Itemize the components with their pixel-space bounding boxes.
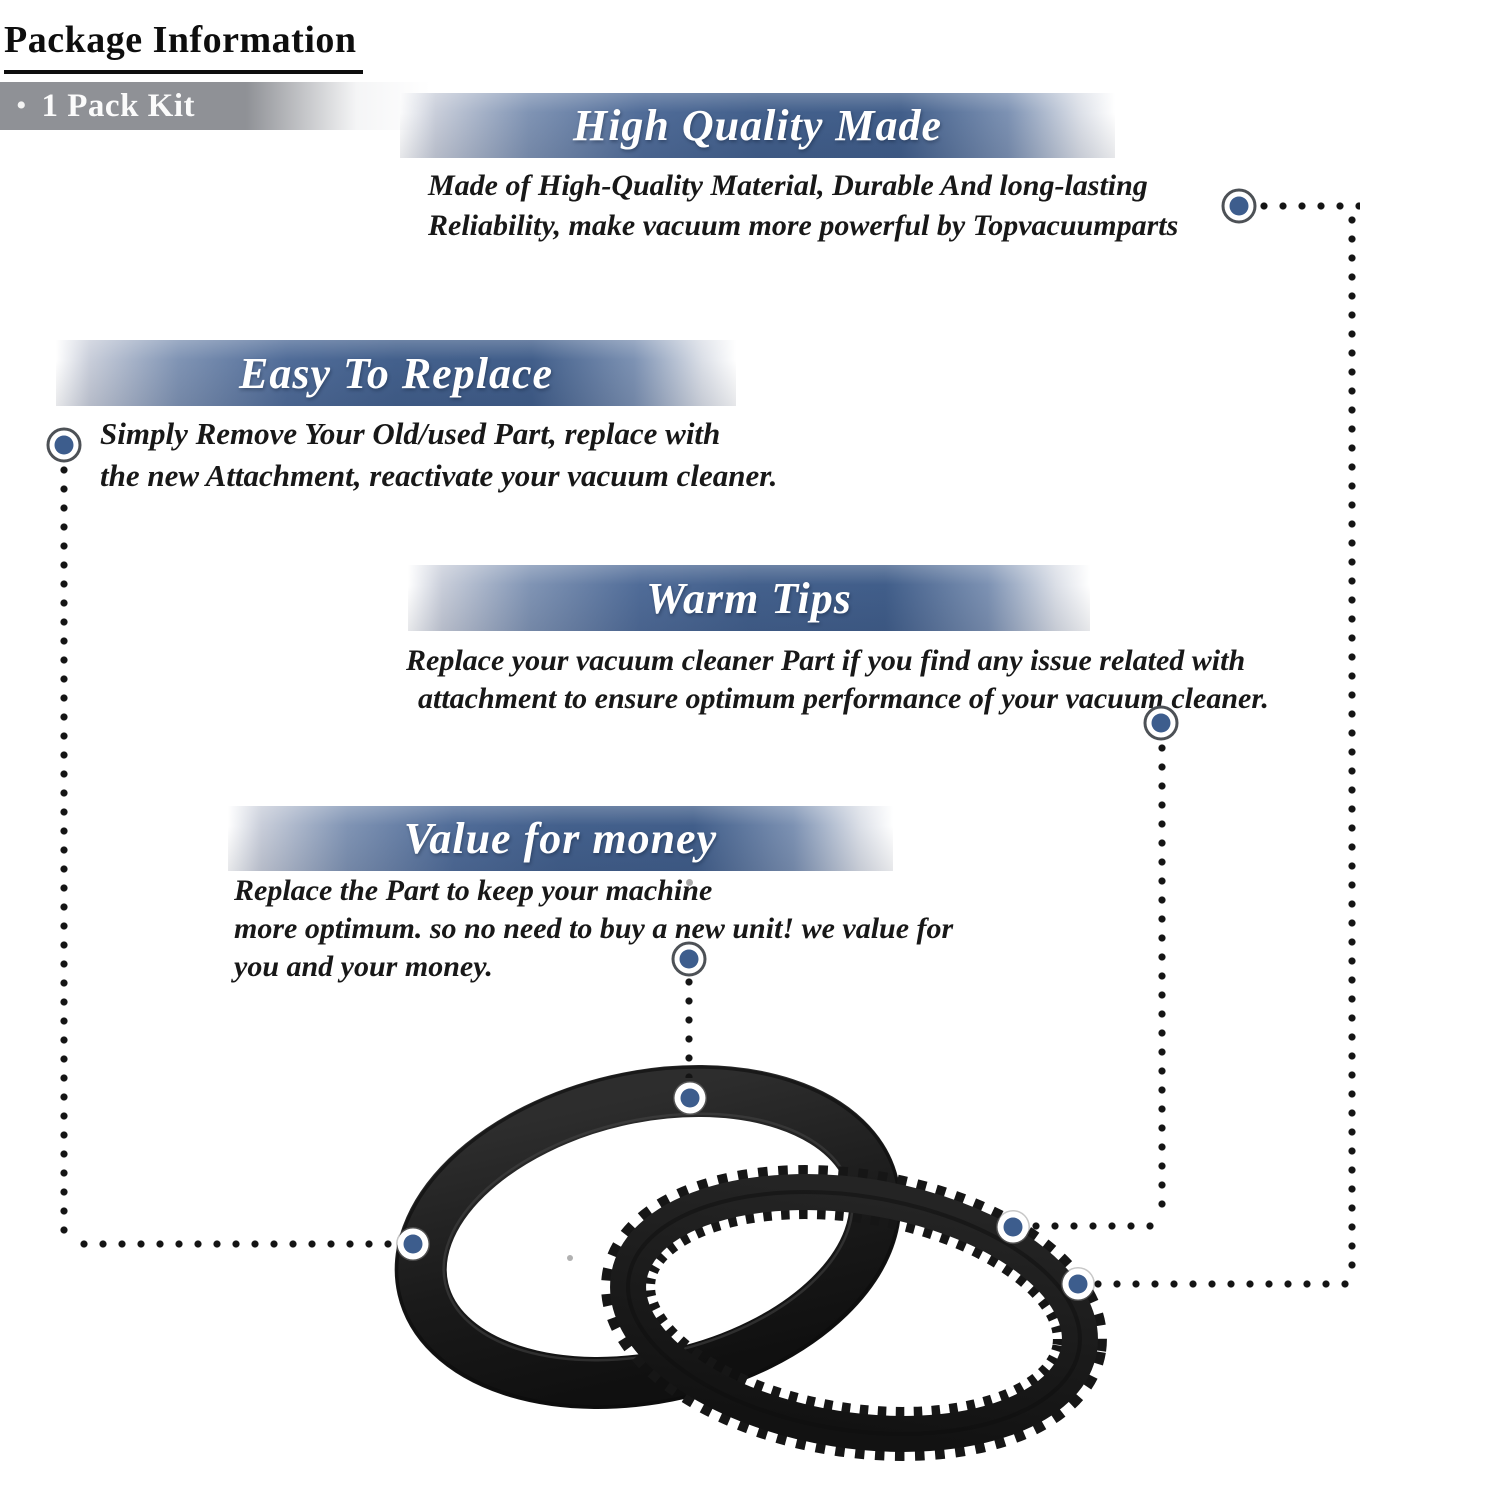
banner-high-quality-title: High Quality Made bbox=[572, 101, 943, 150]
marker-dot bbox=[680, 1088, 700, 1108]
dotted-line-warm-tips-to-belt bbox=[1032, 1222, 1164, 1230]
warm-tips-description: Replace your vacuum cleaner Part if you … bbox=[406, 642, 1269, 718]
marker-dot bbox=[1229, 196, 1249, 216]
flat-belt-top-point bbox=[674, 1082, 706, 1114]
dotted-line-easy-replace-vertical bbox=[60, 466, 68, 1244]
banner-easy-replace-title: Easy To Replace bbox=[239, 348, 553, 398]
high-quality-description: Made of High-Quality Material, Durable A… bbox=[428, 166, 1178, 246]
value-money-description: Replace the Part to keep your machine mo… bbox=[234, 872, 953, 986]
geared-toothed-belt bbox=[601, 1165, 1107, 1461]
callout-marker-value-money bbox=[671, 941, 707, 977]
text-line: you and your money. bbox=[234, 950, 493, 983]
dotted-line-warm-tips-vertical bbox=[1158, 744, 1166, 1218]
banner-warm-tips-title: Warm Tips bbox=[646, 573, 852, 623]
marker-dot bbox=[1003, 1217, 1023, 1237]
dotted-line-high-quality-vertical bbox=[1348, 216, 1356, 1278]
text-line: attachment to ensure optimum performance… bbox=[418, 682, 1269, 715]
marker-dot bbox=[679, 949, 699, 969]
callout-marker-easy-replace bbox=[46, 427, 82, 463]
callout-marker-warm-tips bbox=[1143, 705, 1179, 741]
banner-value-money-title: Value for money bbox=[403, 814, 718, 863]
geared-belt-lower-point bbox=[1062, 1268, 1094, 1300]
text-line: Replace the Part to keep your machine bbox=[234, 874, 713, 907]
marker-dot bbox=[403, 1234, 423, 1254]
artifact-dot bbox=[567, 1255, 573, 1261]
artifact-dot bbox=[686, 879, 693, 886]
banner-value-money: Value for money bbox=[228, 806, 893, 871]
page-title: Package Information bbox=[4, 18, 363, 74]
marker-dot bbox=[1151, 713, 1171, 733]
text-line: Replace your vacuum cleaner Part if you … bbox=[406, 644, 1246, 677]
flat-belt-side-point bbox=[397, 1228, 429, 1260]
callout-marker-high-quality bbox=[1221, 188, 1257, 224]
geared-belt-upper-point bbox=[997, 1211, 1029, 1243]
bullet-icon: • bbox=[16, 89, 27, 122]
banner-easy-replace: Easy To Replace bbox=[56, 340, 736, 406]
pack-kit-label: 1 Pack Kit bbox=[41, 87, 195, 124]
dotted-line-high-quality-horizontal bbox=[1260, 202, 1360, 210]
text-line: Made of High-Quality Material, Durable A… bbox=[428, 169, 1148, 202]
banner-warm-tips: Warm Tips bbox=[408, 565, 1090, 631]
easy-replace-description: Simply Remove Your Old/used Part, replac… bbox=[100, 413, 777, 497]
text-line: Simply Remove Your Old/used Part, replac… bbox=[100, 416, 721, 451]
banner-high-quality: High Quality Made bbox=[400, 93, 1115, 158]
marker-dot bbox=[1068, 1274, 1088, 1294]
text-line: more optimum. so no need to buy a new un… bbox=[234, 912, 954, 945]
dotted-line-high-quality-to-belt bbox=[1094, 1280, 1356, 1288]
text-line: Reliability, make vacuum more powerful b… bbox=[428, 209, 1179, 242]
dotted-line-value-money-vertical bbox=[685, 978, 693, 1078]
dotted-line-easy-replace-to-belt bbox=[80, 1240, 396, 1248]
marker-dot bbox=[54, 435, 74, 455]
text-line: the new Attachment, reactivate your vacu… bbox=[100, 458, 778, 493]
